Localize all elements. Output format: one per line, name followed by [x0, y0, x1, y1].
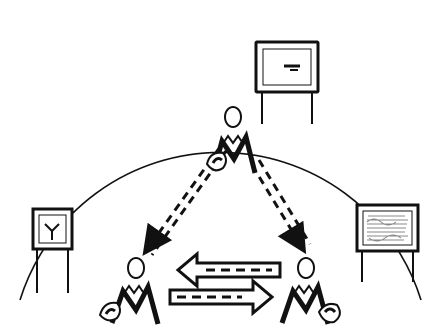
connector-top-right — [252, 160, 310, 249]
block-arrow-right — [170, 281, 272, 313]
person-left-icon — [100, 258, 158, 324]
screen-left — [33, 209, 72, 293]
person-top-icon — [207, 107, 255, 173]
screen-top — [256, 42, 318, 124]
block-arrow-left — [178, 254, 280, 286]
person-right-icon — [282, 258, 340, 324]
